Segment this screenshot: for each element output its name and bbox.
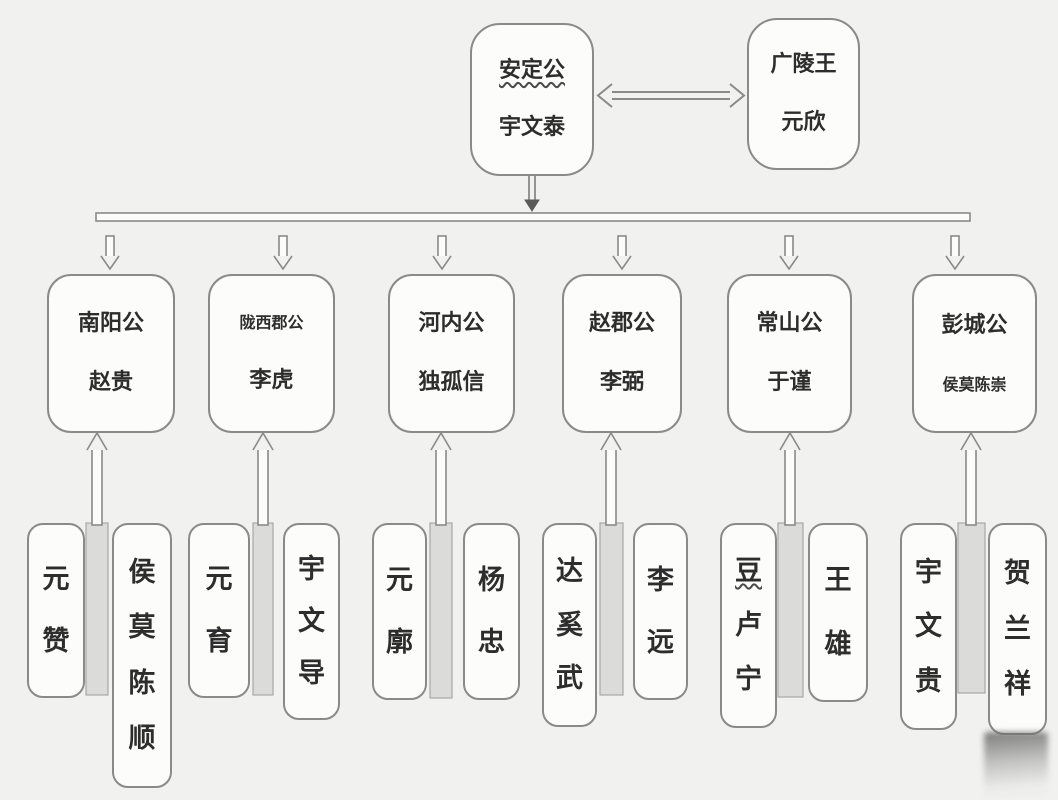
glyph: 育 xyxy=(205,626,233,657)
glyph: 宇 xyxy=(298,554,325,585)
node-general-yuankuo: 元廓 xyxy=(372,523,427,700)
down-arrow xyxy=(779,235,799,271)
shaft-bar xyxy=(957,522,986,694)
up-arrow xyxy=(779,431,801,526)
node-pillar-zhaogui: 南阳公 赵贵 xyxy=(47,274,175,433)
glyph: 元 xyxy=(386,564,413,596)
node-general-yuanzan: 元赞 xyxy=(27,523,85,698)
node-pillar-libi: 赵郡公 李弼 xyxy=(562,274,682,433)
node-general-yuwengui: 宇文贵 xyxy=(900,523,957,730)
node-title: 常山公 xyxy=(756,310,823,336)
up-arrow xyxy=(960,431,982,526)
node-pillar-dugusxin: 河内公 独孤信 xyxy=(388,274,515,433)
node-title: 安定公 xyxy=(498,57,565,83)
glyph: 奚 xyxy=(556,609,583,641)
down-arrow xyxy=(432,235,452,271)
node-general-helanxiang: 贺兰祥 xyxy=(988,523,1047,735)
glyph: 贵 xyxy=(915,665,942,697)
down-arrow xyxy=(612,235,632,271)
node-general-douluning: 豆卢宁 xyxy=(720,523,777,728)
up-arrow xyxy=(600,431,622,526)
glyph: 陈 xyxy=(128,667,156,699)
glyph: 赞 xyxy=(42,626,70,657)
glyph: 李 xyxy=(647,564,674,596)
node-person-name: 宇文泰 xyxy=(498,115,565,141)
node-title: 彭城公 xyxy=(941,312,1008,338)
node-title: 赵郡公 xyxy=(588,310,655,336)
glyph: 元 xyxy=(42,564,70,595)
shaft-bar xyxy=(252,522,274,696)
shaft-bar xyxy=(85,522,109,696)
down-arrow xyxy=(945,235,965,271)
glyph: 宁 xyxy=(735,664,762,695)
glyph: 雄 xyxy=(824,628,852,660)
up-arrow xyxy=(252,431,274,526)
node-general-houmochenshun: 侯莫陈顺 xyxy=(112,523,172,788)
glyph: 文 xyxy=(298,606,325,637)
node-prince-yuanxin: 广陵王 元欣 xyxy=(747,18,860,170)
node-general-yuwendao: 宇文导 xyxy=(283,523,340,720)
up-arrow xyxy=(430,431,452,526)
up-arrows xyxy=(86,431,982,526)
up-arrow xyxy=(86,431,108,526)
node-pillar-yujin: 常山公 于谨 xyxy=(727,274,852,433)
node-title: 河内公 xyxy=(418,310,485,336)
glyph: 卢 xyxy=(735,610,762,641)
down-arrows xyxy=(100,235,965,271)
corner-shadow-artifact xyxy=(984,732,1048,798)
node-general-yangzhong: 杨忠 xyxy=(463,523,520,700)
node-pillar-lihu: 陇西郡公 李虎 xyxy=(208,274,335,433)
glyph: 廓 xyxy=(386,627,413,659)
shaft-bar xyxy=(777,522,804,698)
node-leader-yuwentai: 安定公 宇文泰 xyxy=(470,23,594,176)
glyph: 杨 xyxy=(478,564,505,596)
glyph: 宇 xyxy=(915,556,942,588)
down-arrow xyxy=(100,235,120,271)
node-person-name: 于谨 xyxy=(767,370,812,396)
glyph: 祥 xyxy=(1004,669,1031,701)
shaft-bar xyxy=(599,522,624,696)
node-person-name: 独孤信 xyxy=(418,370,485,396)
glyph: 导 xyxy=(298,658,325,689)
glyph: 远 xyxy=(647,627,674,659)
glyph: 武 xyxy=(556,663,583,695)
glyph: 侯 xyxy=(128,557,156,589)
leader-down-arrow xyxy=(524,176,540,212)
double-arrow xyxy=(596,83,746,108)
node-person-name: 李虎 xyxy=(249,368,294,394)
glyph: 元 xyxy=(205,564,233,595)
glyph: 达 xyxy=(556,555,583,587)
glyph: 文 xyxy=(915,611,942,642)
down-arrow xyxy=(273,235,293,271)
glyph: 兰 xyxy=(1004,613,1031,645)
glyph: 忠 xyxy=(478,627,505,659)
distribution-bar xyxy=(95,212,971,222)
shaft-bars xyxy=(85,522,986,699)
glyph: 贺 xyxy=(1004,557,1031,589)
node-general-daxiwu: 达奚武 xyxy=(542,523,597,727)
node-title: 南阳公 xyxy=(77,310,144,336)
glyph: 莫 xyxy=(128,612,156,644)
glyph: 豆 xyxy=(735,556,762,587)
shaft-bar xyxy=(429,522,453,699)
node-title: 广陵王 xyxy=(770,52,837,78)
node-general-yuanyu: 元育 xyxy=(188,523,250,698)
node-pillar-houmochenchong: 彭城公 侯莫陈崇 xyxy=(912,274,1037,433)
glyph: 王 xyxy=(824,565,852,597)
glyph: 顺 xyxy=(128,722,156,754)
node-general-liyuan: 李远 xyxy=(633,523,688,700)
node-person-name: 赵贵 xyxy=(88,370,133,396)
node-general-wangxiong: 王雄 xyxy=(808,523,868,702)
node-person-name: 侯莫陈崇 xyxy=(942,374,1007,394)
node-person-name: 元欣 xyxy=(781,109,826,135)
node-person-name: 李弼 xyxy=(599,370,644,396)
node-title: 陇西郡公 xyxy=(239,312,304,332)
